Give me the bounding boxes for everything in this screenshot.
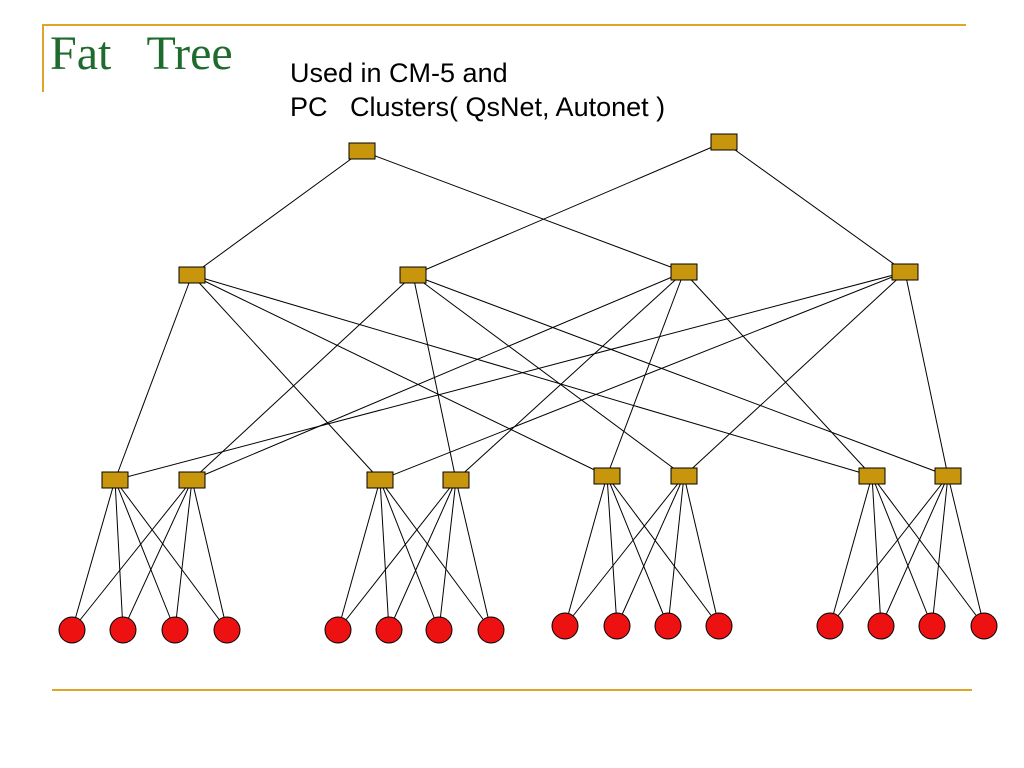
link-switch-l2-2-to-switch-l1-6 xyxy=(412,274,685,477)
link-switch-l1-7-to-node-13 xyxy=(829,475,873,627)
processing-node-10 xyxy=(603,612,631,640)
link-switch-l1-8-to-node-16 xyxy=(947,475,985,627)
link-switch-l1-2-to-node-2 xyxy=(122,479,193,631)
link-switch-l2-3-to-switch-l1-7 xyxy=(683,271,873,477)
link-switch-l1-3-to-node-6 xyxy=(379,479,390,631)
subtitle-line-2: PC Clusters( QsNet, Autonet ) xyxy=(290,92,666,122)
subtitle-line-1: Used in CM-5 and xyxy=(290,58,508,88)
link-switch-l1-6-to-node-11 xyxy=(667,475,685,627)
link-switch-l1-4-to-node-5 xyxy=(337,479,457,631)
level1-switch-6 xyxy=(670,467,698,485)
processing-node-14 xyxy=(867,612,895,640)
link-switch-l1-4-to-node-7 xyxy=(438,479,457,631)
link-root-1-to-switch-l2-3 xyxy=(361,150,685,273)
processing-node-4 xyxy=(213,616,241,644)
link-switch-l1-1-to-node-4 xyxy=(114,479,228,631)
link-switch-l1-6-to-node-10 xyxy=(616,475,685,627)
link-switch-l1-8-to-node-15 xyxy=(931,475,949,627)
root-switch-1 xyxy=(348,142,376,160)
link-switch-l1-3-to-node-7 xyxy=(379,479,440,631)
processing-node-13 xyxy=(816,612,844,640)
processing-node-15 xyxy=(918,612,946,640)
root-switch-2 xyxy=(710,133,738,151)
link-switch-l2-4-to-switch-l1-8 xyxy=(904,271,949,477)
slide-title: Fat Tree xyxy=(50,27,233,80)
link-switch-l2-1-to-switch-l1-7 xyxy=(191,274,873,477)
link-switch-l1-6-to-node-9 xyxy=(564,475,685,627)
level1-switch-8 xyxy=(934,467,962,485)
level1-switch-1 xyxy=(101,471,129,489)
processing-node-5 xyxy=(324,616,352,644)
link-switch-l1-8-to-node-14 xyxy=(880,475,949,627)
link-switch-l1-5-to-node-11 xyxy=(606,475,669,627)
link-switch-l1-4-to-node-8 xyxy=(455,479,492,631)
bottom-rule xyxy=(52,689,972,691)
link-switch-l1-1-to-node-2 xyxy=(114,479,124,631)
link-switch-l1-7-to-node-15 xyxy=(871,475,933,627)
processing-node-16 xyxy=(970,612,998,640)
processing-node-12 xyxy=(705,612,733,640)
level2-switch-4 xyxy=(891,263,919,281)
link-switch-l2-1-to-switch-l1-5 xyxy=(191,274,608,477)
link-root-2-to-switch-l2-2 xyxy=(412,141,725,276)
processing-node-11 xyxy=(654,612,682,640)
level1-switch-7 xyxy=(858,467,886,485)
link-switch-l1-3-to-node-8 xyxy=(379,479,492,631)
processing-node-3 xyxy=(161,616,189,644)
link-switch-l2-1-to-switch-l1-3 xyxy=(191,274,381,481)
link-switch-l1-4-to-node-6 xyxy=(388,479,457,631)
level1-switch-3 xyxy=(366,471,394,489)
link-switch-l2-4-to-switch-l1-1 xyxy=(114,271,906,481)
link-root-1-to-switch-l2-1 xyxy=(191,150,363,276)
link-switch-l2-4-to-switch-l1-6 xyxy=(683,271,906,477)
link-switch-l1-7-to-node-16 xyxy=(871,475,985,627)
link-switch-l1-3-to-node-5 xyxy=(337,479,381,631)
link-switch-l1-7-to-node-14 xyxy=(871,475,882,627)
link-switch-l1-2-to-node-3 xyxy=(174,479,193,631)
link-switch-l1-5-to-node-12 xyxy=(606,475,720,627)
link-switch-l2-1-to-switch-l1-1 xyxy=(114,274,193,481)
level2-switch-1 xyxy=(178,266,206,284)
level1-switch-4 xyxy=(442,471,470,489)
link-switch-l1-2-to-node-1 xyxy=(71,479,193,631)
processing-node-2 xyxy=(109,616,137,644)
level2-switch-3 xyxy=(670,263,698,281)
link-switch-l1-8-to-node-13 xyxy=(829,475,949,627)
processing-node-7 xyxy=(425,616,453,644)
processing-node-6 xyxy=(375,616,403,644)
processing-node-9 xyxy=(551,612,579,640)
slide-subtitle: Used in CM-5 and PC Clusters( QsNet, Aut… xyxy=(290,56,665,124)
level2-switch-2 xyxy=(399,266,427,284)
link-switch-l1-5-to-node-9 xyxy=(564,475,608,627)
left-rule xyxy=(42,24,44,92)
link-switch-l2-4-to-switch-l1-3 xyxy=(379,271,906,481)
level1-switch-5 xyxy=(593,467,621,485)
link-switch-l2-3-to-switch-l1-2 xyxy=(191,271,685,481)
processing-node-1 xyxy=(58,616,86,644)
processing-node-8 xyxy=(477,616,505,644)
link-switch-l1-6-to-node-12 xyxy=(683,475,720,627)
level1-switch-2 xyxy=(178,471,206,489)
link-switch-l2-3-to-switch-l1-5 xyxy=(606,271,685,477)
link-switch-l1-2-to-node-4 xyxy=(191,479,228,631)
link-switch-l1-1-to-node-3 xyxy=(114,479,176,631)
top-rule xyxy=(42,24,966,26)
link-switch-l1-1-to-node-1 xyxy=(71,479,116,631)
link-root-2-to-switch-l2-4 xyxy=(723,141,906,273)
link-switch-l2-2-to-switch-l1-8 xyxy=(412,274,949,477)
link-switch-l1-5-to-node-10 xyxy=(606,475,618,627)
link-switch-l2-3-to-switch-l1-4 xyxy=(455,271,685,481)
link-switch-l2-2-to-switch-l1-2 xyxy=(191,274,414,481)
